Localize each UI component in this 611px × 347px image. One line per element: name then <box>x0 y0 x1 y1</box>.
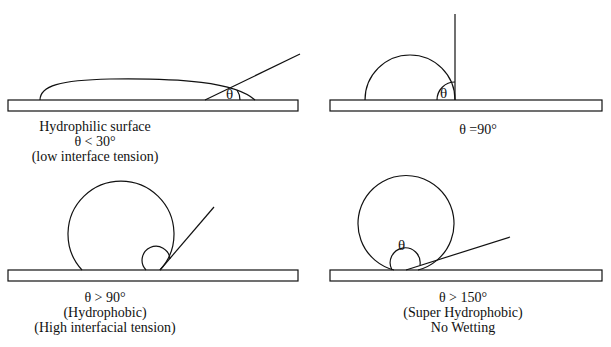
caption-text: θ < 30° <box>74 134 115 149</box>
caption-text: θ > 90° <box>84 290 125 305</box>
caption-text: (Hydrophobic) <box>63 305 146 320</box>
droplet <box>365 55 455 100</box>
caption-text: θ =90° <box>459 122 497 137</box>
substrate <box>8 270 298 281</box>
substrate <box>330 270 602 281</box>
caption-text: θ > 150° <box>439 290 487 305</box>
droplet <box>40 79 255 100</box>
angle-arc <box>142 246 170 270</box>
tangent-line <box>454 14 455 100</box>
substrate <box>8 100 298 111</box>
droplet <box>358 176 454 270</box>
angle-symbol: θ <box>440 86 447 101</box>
caption-text: (High interfacial tension) <box>34 320 176 335</box>
droplet <box>68 181 174 270</box>
caption-text: Hydrophilic surface <box>39 119 151 134</box>
angle-arc <box>437 82 455 100</box>
tangent-line <box>205 54 300 100</box>
substrate <box>330 100 602 111</box>
caption-text: (low interface tension) <box>32 149 159 164</box>
caption-text: No Wetting <box>431 320 495 335</box>
angle-symbol: θ <box>226 87 233 102</box>
caption-text: (Super Hydrophobic) <box>403 305 522 320</box>
tangent-line <box>160 207 214 270</box>
tangent-line <box>406 237 510 270</box>
angle-symbol: θ <box>398 238 405 253</box>
angle-arc <box>237 90 240 100</box>
